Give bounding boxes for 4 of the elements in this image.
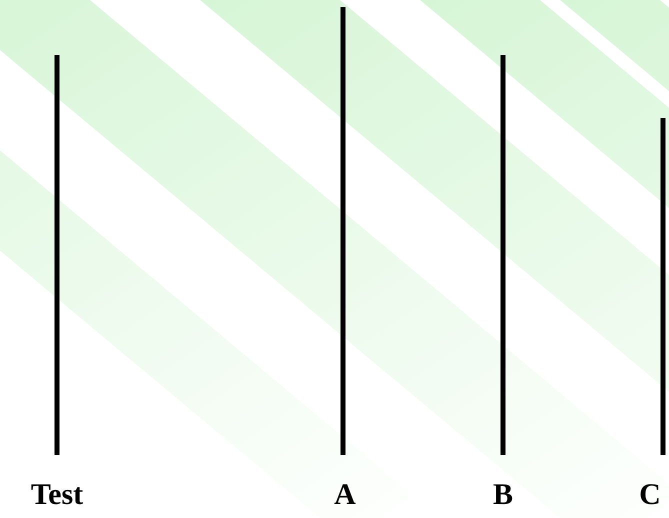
bar-label: C bbox=[639, 478, 661, 512]
bar-label: A bbox=[334, 478, 356, 512]
bar-label: Test bbox=[30, 478, 84, 512]
bar-label: B bbox=[492, 478, 513, 512]
